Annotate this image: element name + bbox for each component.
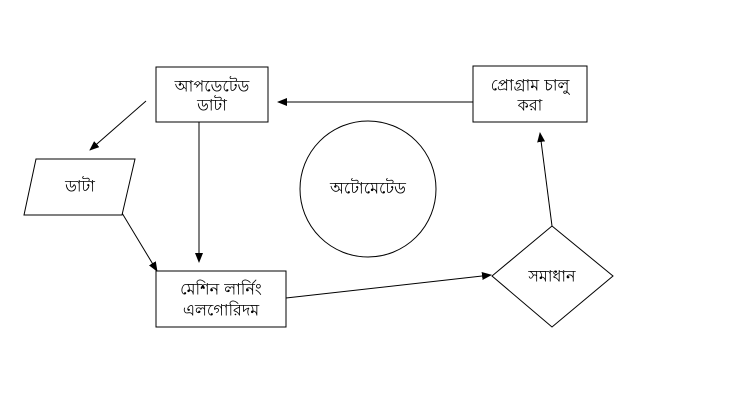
node-solution: সমাধান (491, 225, 614, 328)
edge-solution-to-start-program (537, 132, 553, 227)
node-updated-data: আপডেটেড ডাটা (155, 66, 269, 123)
start-program-label-line2: করা (517, 96, 543, 115)
edge-updated-data-to-data (89, 100, 147, 151)
edge-data-to-ml-algorithm (121, 212, 158, 272)
node-start-program: প্রোগ্রাম চালু করা (472, 65, 588, 123)
node-automated: অটোমেটেড (299, 120, 437, 258)
solution-diamond (491, 225, 614, 328)
updated-data-box (155, 66, 269, 123)
automated-circle (299, 120, 437, 258)
ml-algorithm-box (155, 270, 287, 328)
node-data: ডাটা (23, 158, 136, 216)
data-label: ডাটা (64, 177, 95, 196)
edge-ml-algorithm-to-solution (285, 272, 492, 299)
solution-label: সমাধান (527, 267, 576, 286)
node-ml-algorithm: মেশিন লার্নিং এলগোরিদম (155, 270, 287, 328)
updated-data-label-line2: ডাটা (196, 96, 227, 115)
data-parallelogram (23, 158, 136, 216)
updated-data-label-line1: আপডেটেড (174, 77, 250, 96)
start-program-label-line1: প্রোগ্রাম চালু (491, 76, 571, 95)
ml-algorithm-label-line2: এলগোরিদম (183, 301, 260, 320)
automated-label: অটোমেটেড (329, 179, 406, 198)
start-program-box (472, 65, 588, 123)
edges (89, 98, 553, 299)
ml-algorithm-label-line1: মেশিন লার্নিং (180, 280, 262, 299)
